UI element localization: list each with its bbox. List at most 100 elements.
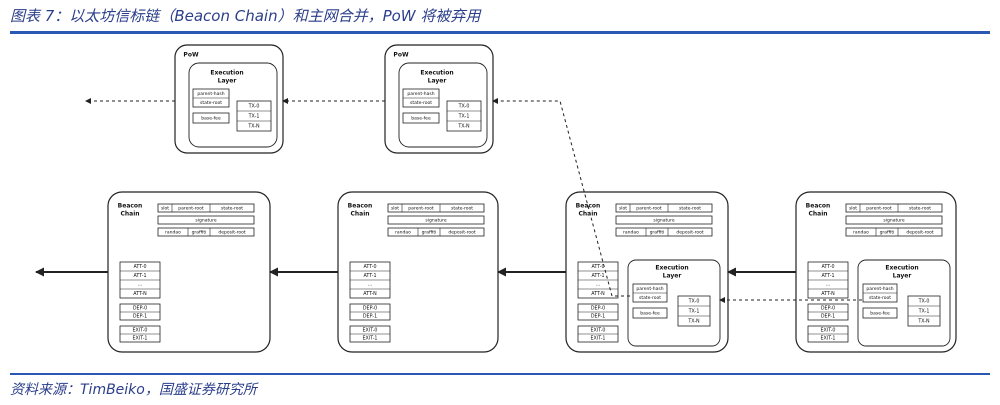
beacon-block-4-title-chain: Chain (808, 211, 827, 218)
beacon-block-3-graffiti: graffiti (650, 230, 665, 236)
beacon-block-1-deposit-root: deposit-root (218, 230, 245, 236)
beacon-block-1-att-ellipsis: ... (138, 283, 143, 288)
beacon-block-2-attn: ATT-N (363, 291, 377, 297)
beacon-block-3-parent-root: parent-root (636, 206, 662, 212)
pow-block-1-base-fee-box (192, 112, 230, 124)
beacon-block-4-att1: ATT-1 (821, 273, 834, 279)
beacon-block-4-signature: signature (883, 218, 904, 224)
beacon-block-3-exit0: EXIT-0 (590, 328, 605, 334)
beacon-block-3-txn: TX-N (687, 319, 700, 325)
beacon-block-4-tx0: TX-0 (918, 299, 930, 305)
beacon-block-2-att0: ATT-0 (363, 264, 376, 270)
beacon-block-3-title-chain: Chain (578, 211, 597, 218)
beacon-block-4-slot: slot (849, 206, 857, 212)
beacon-block-1-title-chain: Chain (120, 211, 139, 218)
beacon-block-4-base-fee-box (862, 307, 898, 319)
beacon-block-2-exit1: EXIT-1 (362, 336, 377, 342)
pow-block-1-txn: TX-N (247, 124, 260, 130)
beacon-block-4-graffiti: graffiti (880, 230, 895, 236)
pow-block-1-state-root: state-root (200, 100, 222, 106)
beacon-block-3-title-beacon: Beacon (576, 203, 601, 210)
beacon-block-4-state-root: state-root (909, 206, 931, 212)
figure-title: 图表 7：以太坊信标链（Beacon Chain）和主网合并，PoW 将被弃用 (10, 7, 481, 25)
beacon-block-2-dep1: DEP-1 (363, 314, 377, 320)
pow-block-1-tx1: TX-1 (248, 114, 260, 120)
pow-block-1-parent-hash: parent-hash (197, 91, 224, 97)
beacon-block-3-state-root: state-root (639, 295, 661, 301)
beacon-block-4-layer-title: Layer (893, 273, 912, 280)
pow-block-1-base-fee: base-fee (201, 116, 221, 122)
beacon-block-3-base-fee: base-fee (640, 311, 660, 317)
beacon-block-2-title-chain: Chain (350, 211, 369, 218)
pow-block-2-execution-title: Execution (420, 70, 453, 77)
beacon-block-1-attn: ATT-N (133, 291, 147, 297)
beacon-block-3-att-ellipsis: ... (596, 283, 601, 288)
beacon-block-1-slot: slot (161, 206, 169, 212)
beacon-block-2-deposit-root: deposit-root (448, 230, 475, 236)
bottom-rule (10, 373, 990, 375)
beacon-block-3-slot: slot (619, 206, 627, 212)
beacon-block-3-tx-list (677, 295, 711, 327)
beacon-block-4-execution-layer (857, 259, 951, 347)
top-rule (10, 31, 990, 34)
beacon-block-3-state-root: state-root (679, 206, 701, 212)
pow-block-1-tx-list (236, 100, 272, 132)
beacon-block-3-row-signature (615, 215, 713, 225)
beacon-block-4-state-root: state-root (869, 295, 891, 301)
pow-block-1-execution-title: Execution (210, 70, 243, 77)
beacon-block-4-parent-root: parent-root (866, 206, 892, 212)
beacon-block-3-att1: ATT-1 (591, 273, 604, 279)
beacon-block-1-exit1: EXIT-1 (132, 336, 147, 342)
beacon-block-3-randao: randao (623, 230, 639, 236)
beacon-block-1-graffiti: graffiti (192, 230, 207, 236)
beacon-block-3-deposit-root: deposit-root (676, 230, 703, 236)
beacon-block-4-deposit-root: deposit-root (906, 230, 933, 236)
beacon-block-2-dep0: DEP-0 (363, 306, 377, 312)
source-note: 资料来源：TimBeiko，国盛证券研究所 (10, 382, 257, 398)
beacon-block-4-tx1: TX-1 (918, 309, 930, 315)
beacon-block-4-dep1: DEP-1 (821, 314, 835, 320)
beacon-block-1-signature: signature (195, 218, 216, 224)
beacon-block-3-layer-title: Layer (663, 273, 682, 280)
beacon-block-2-exit0: EXIT-0 (362, 328, 377, 334)
beacon-block-2-parent-root: parent-root (408, 206, 434, 212)
beacon-block-3-exit1: EXIT-1 (590, 336, 605, 342)
beacon-block-4-title-beacon: Beacon (806, 203, 831, 210)
beacon-block-2-signature: signature (425, 218, 446, 224)
beacon-block-4-exit1: EXIT-1 (820, 336, 835, 342)
pow-block-2-tx1: TX-1 (458, 114, 470, 120)
beacon-block-1-randao: randao (165, 230, 181, 236)
beacon-block-2-slot: slot (391, 206, 399, 212)
beacon-block-4-att-ellipsis: ... (826, 283, 831, 288)
pow-block-1-title: PoW (183, 52, 199, 59)
beacon-block-4-parent-hash: parent-hash (866, 286, 893, 292)
pow-block-2-state-root: state-root (410, 100, 432, 106)
beacon-block-4-row-slot (845, 203, 943, 213)
beacon-block-3-tx1: TX-1 (688, 309, 700, 315)
beacon-block-4-attn: ATT-N (821, 291, 835, 297)
pow-block-1-inner (188, 62, 278, 148)
pow-block-2-tx0: TX-0 (458, 104, 470, 110)
beacon-block-2-att1: ATT-1 (363, 273, 376, 279)
pow-block-2-inner (398, 62, 488, 148)
beacon-block-2-att-ellipsis: ... (368, 283, 373, 288)
beacon-block-3-row-slot (615, 203, 713, 213)
beacon-block-4-execution-title: Execution (885, 265, 918, 272)
beacon-block-3-tx0: TX-0 (688, 299, 700, 305)
beacon-block-3-row-randao (615, 227, 713, 237)
beacon-block-1-title-beacon: Beacon (118, 203, 143, 210)
beacon-block-3-execution-layer (627, 259, 721, 347)
beacon-block-2-row-signature (387, 215, 485, 225)
beacon-block-2-row-randao (387, 227, 485, 237)
beacon-block-1-att0: ATT-0 (133, 264, 146, 270)
beacon-block-1-dep0: DEP-0 (133, 306, 147, 312)
beacon-block-1-row-signature (157, 215, 255, 225)
beacon-block-4-row-randao (845, 227, 943, 237)
beacon-block-4-txn: TX-N (917, 319, 930, 325)
pow-block-2-base-fee-box (402, 112, 440, 124)
pow-block-2-parent-hash: parent-hash (407, 91, 434, 97)
beacon-block-1-dep1: DEP-1 (133, 314, 147, 320)
beacon-block-4-row-signature (845, 215, 943, 225)
pow-block-2-txn: TX-N (457, 124, 470, 130)
